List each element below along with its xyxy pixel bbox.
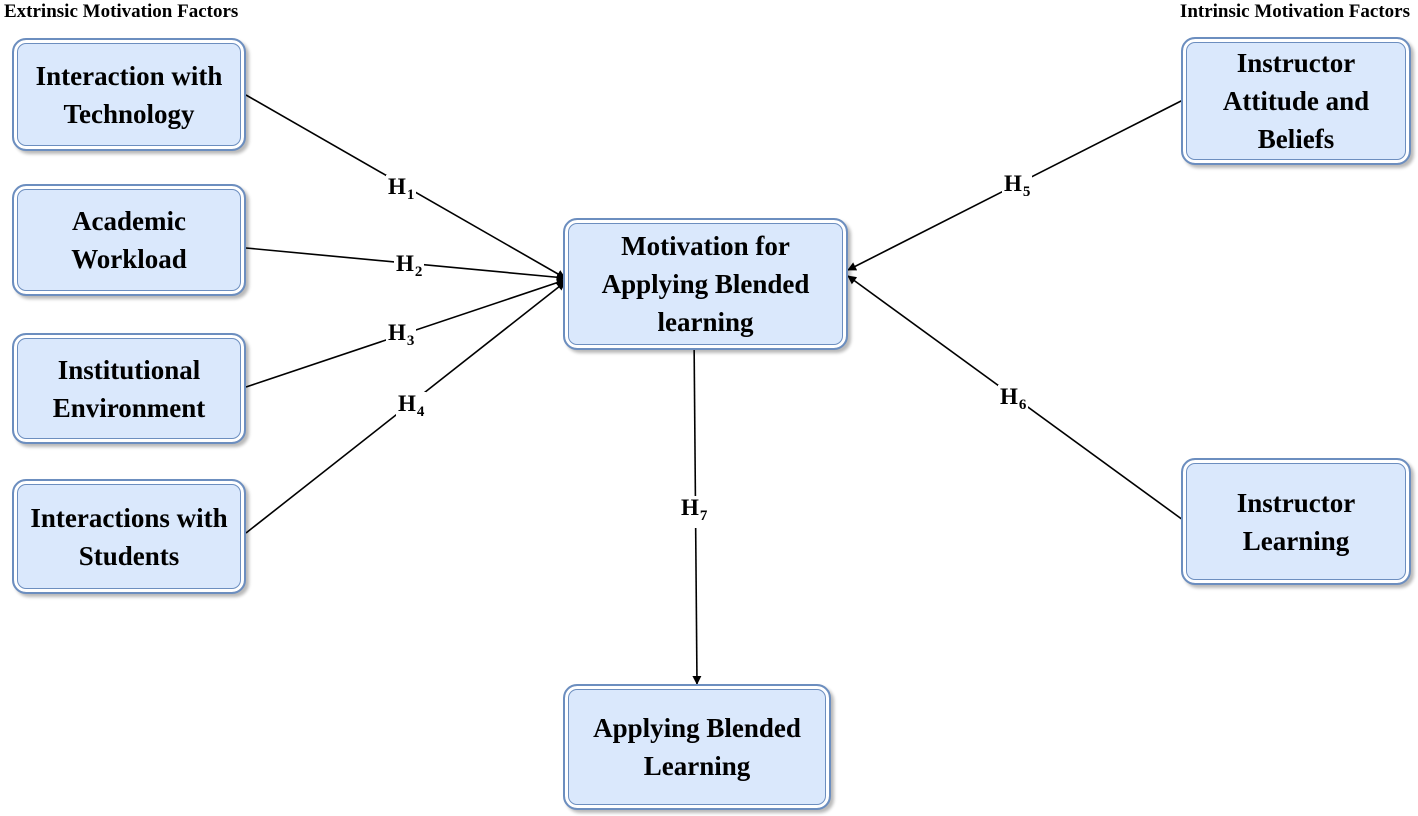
hypothesis-letter: H	[1000, 384, 1018, 409]
intrinsic-factors-title: Intrinsic Motivation Factors	[1179, 1, 1410, 22]
hypothesis-label-h4: H4	[396, 391, 427, 424]
hypothesis-number: 3	[406, 333, 415, 349]
hypothesis-letter: H	[388, 320, 406, 345]
node-motivation-for-applying-blended-learning: Motivation for Applying Blended learning	[563, 218, 848, 350]
hypothesis-letter: H	[398, 391, 416, 416]
hypothesis-number: 7	[699, 508, 708, 524]
hypothesis-label-h5: H5	[1002, 171, 1033, 204]
hypothesis-number: 5	[1022, 184, 1031, 200]
hypothesis-number: 6	[1018, 397, 1027, 413]
hypothesis-label-h2: H2	[394, 251, 425, 284]
node-label: Interactions with Students	[30, 502, 228, 571]
node-applying-blended-learning: Applying Blended Learning	[563, 684, 831, 810]
node-academic-workload: Academic Workload	[12, 184, 246, 296]
node-label: Institutional Environment	[52, 354, 206, 423]
hypothesis-letter: H	[388, 174, 406, 199]
hypothesis-number: 2	[414, 264, 423, 280]
node-label: Instructor Learning	[1236, 487, 1356, 556]
node-label: Academic Workload	[71, 206, 187, 274]
extrinsic-factors-title: Extrinsic Motivation Factors	[4, 1, 239, 22]
node-instructor-attitude-and-beliefs: Instructor Attitude and Beliefs	[1181, 37, 1411, 165]
hypothesis-label-h1: H1	[386, 174, 417, 207]
node-interactions-with-students: Interactions with Students	[12, 479, 246, 594]
node-institutional-environment: Institutional Environment	[12, 333, 246, 444]
node-instructor-learning: Instructor Learning	[1181, 458, 1411, 585]
hypothesis-label-h6: H6	[998, 384, 1029, 417]
hypothesis-label-h7: H7	[679, 495, 710, 528]
node-label: Instructor Attitude and Beliefs	[1222, 48, 1370, 154]
hypothesis-letter: H	[396, 251, 414, 276]
hypothesis-number: 1	[406, 187, 415, 203]
hypothesis-label-h3: H3	[386, 320, 417, 353]
node-label: Motivation for Applying Blended learning	[601, 231, 810, 337]
hypothesis-number: 4	[416, 404, 425, 420]
node-label: Applying Blended Learning	[593, 713, 801, 781]
node-label: Interaction with Technology	[35, 60, 223, 129]
hypothesis-letter: H	[681, 495, 699, 520]
hypothesis-letter: H	[1004, 171, 1022, 196]
node-interaction-with-technology: Interaction with Technology	[12, 38, 246, 151]
